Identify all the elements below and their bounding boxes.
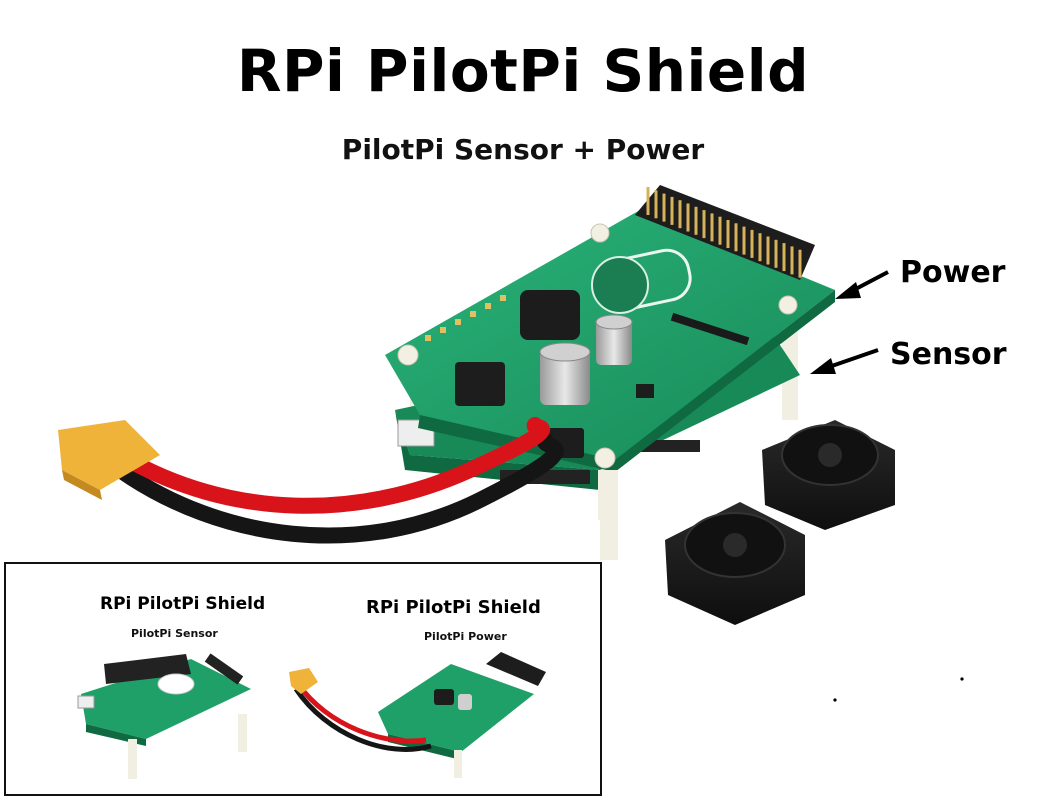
power-cable	[58, 417, 564, 544]
cooling-fan-front	[665, 502, 805, 625]
callout-sensor: Sensor	[890, 337, 1007, 372]
inset-panel	[4, 562, 602, 796]
mosfet	[455, 362, 505, 406]
capacitors	[539, 314, 633, 405]
callout-arrows	[810, 270, 889, 374]
inset-right-title: RPi PilotPi Shield	[366, 597, 541, 618]
inset-sensor-board	[77, 653, 251, 779]
inset-power-board	[289, 652, 546, 778]
page-title: RPi PilotPi Shield	[236, 37, 810, 105]
callout-power: Power	[900, 255, 1006, 290]
inset-photos	[77, 652, 546, 779]
gpio-header	[635, 185, 815, 280]
cooling-fan-back	[762, 420, 895, 530]
inset-left-title: RPi PilotPi Shield	[100, 594, 266, 614]
inset-left-subtitle: PilotPi Sensor	[131, 627, 218, 640]
xt60-connector	[58, 420, 160, 500]
inductor	[520, 290, 580, 340]
page-subtitle: PilotPi Sensor + Power	[341, 133, 705, 166]
inset-right-subtitle: PilotPi Power	[424, 630, 507, 643]
